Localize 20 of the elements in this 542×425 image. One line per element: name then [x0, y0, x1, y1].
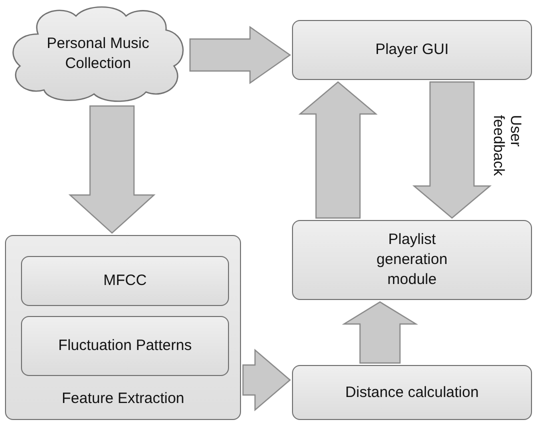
node-label: Distance calculation: [345, 382, 479, 402]
block-arrow: [342, 301, 418, 364]
node-label: Playlist generation module: [376, 230, 448, 290]
process-box: [292, 365, 532, 420]
process-box: [292, 20, 532, 80]
node-label: Personal Music Collection: [46, 34, 150, 74]
block-arrow: [298, 81, 378, 219]
process-box: [21, 316, 229, 376]
group-title: Feature Extraction: [62, 389, 184, 409]
process-box: [21, 256, 229, 306]
node-label: Player GUI: [375, 40, 449, 60]
node-label: MFCC: [103, 271, 147, 291]
edge-label: User feedback: [490, 115, 524, 178]
node-label: Fluctuation Patterns: [58, 336, 192, 356]
process-box: [292, 220, 532, 300]
block-arrow: [242, 348, 291, 412]
group-box: [5, 235, 241, 420]
block-arrow: [412, 81, 492, 219]
block-arrow: [189, 26, 292, 84]
block-arrow: [68, 105, 156, 234]
